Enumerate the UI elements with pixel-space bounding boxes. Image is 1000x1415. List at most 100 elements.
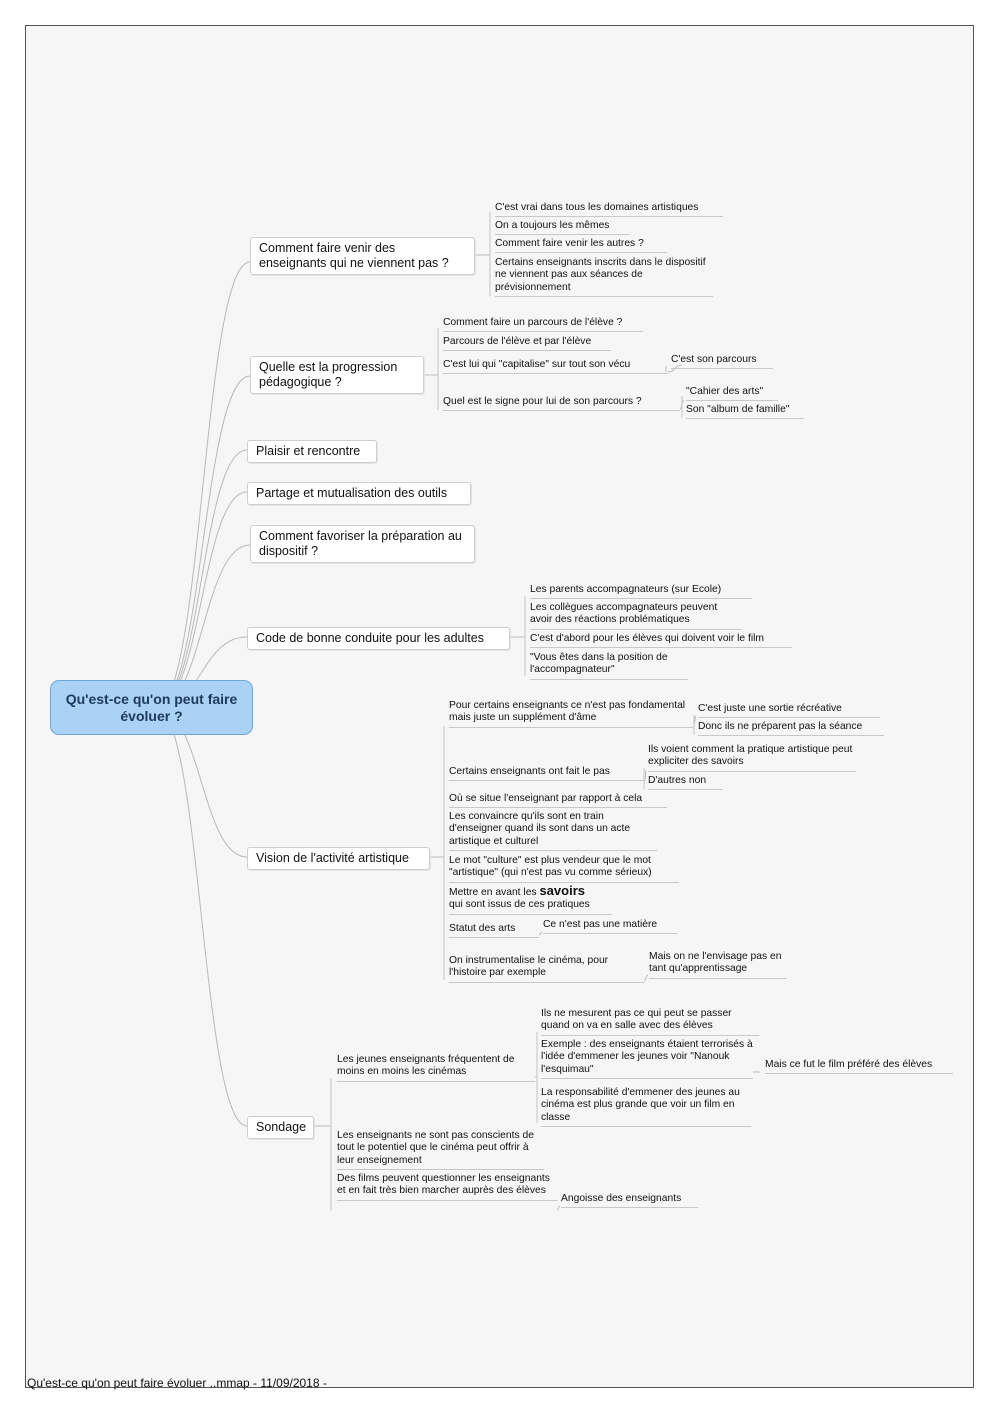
leaf-text: qui sont issus de ces pratiques [449,899,590,911]
leaf[interactable]: C'est lui qui "capitalise" sur tout son … [443,359,668,375]
leaf[interactable]: D'autres non [648,775,723,791]
leaf[interactable]: Des films peuvent questionner les enseig… [337,1173,557,1201]
leaf[interactable]: Comment faire un parcours de l'élève ? [443,317,643,333]
leaf-text: C'est d'abord pour les élèves qui doiven… [530,633,765,644]
leaf[interactable]: Certains enseignants inscrits dans le di… [495,257,713,298]
leaf[interactable]: Mais on ne l'envisage pas en tant qu'app… [649,951,787,979]
leaf-text: Certains enseignants ont fait le pas [449,766,610,777]
leaf-text: Les enseignants ne sont pas conscients d… [337,1130,534,1166]
topic-label: Plaisir et rencontre [256,444,361,458]
connector [644,769,647,781]
topic-label: Quelle est la progression pédagogique ? [259,360,398,389]
leaf-text: On a toujours les mêmes [495,220,610,231]
leaf[interactable]: Statut des arts [449,923,539,939]
topic-vision-artistique[interactable]: Vision de l'activité artistique [247,847,430,870]
leaf-text: Statut des arts [449,923,516,934]
leaf-text: Comment faire un parcours de l'élève ? [443,317,623,328]
leaf-text: Les convaincre qu'ils sont en train d'en… [449,811,631,847]
leaf-text: La responsabilité d'emmener des jeunes a… [541,1087,740,1123]
leaf[interactable]: C'est juste une sortie récréative [698,703,880,719]
leaf[interactable]: C'est vrai dans tous les domaines artist… [495,202,723,218]
leaf[interactable]: On instrumentalise le cinéma, pour l'his… [449,955,644,983]
root-label: Qu'est-ce qu'on peut faire évoluer ? [65,690,238,724]
connector [556,1205,561,1211]
leaf[interactable]: Pour certains enseignants ce n'est pas f… [449,700,694,728]
connector [538,931,543,936]
leaf-text: Ils voient comment la pratique artistiqu… [648,744,853,768]
leaf-text: C'est juste une sortie récréative [698,703,842,714]
leaf-text: Ce n'est pas une matière [543,919,658,930]
leaf-text: C'est vrai dans tous les domaines artist… [495,202,699,213]
leaf[interactable]: "Cahier des arts" [686,386,778,402]
topic-label: Comment favoriser la préparation au disp… [259,529,462,558]
emphasized-word: savoirs [539,883,585,898]
leaf-text: Certains enseignants inscrits dans le di… [495,257,706,293]
leaf[interactable]: Mettre en avant les savoirs qui sont iss… [449,883,612,915]
root-connector [155,375,251,709]
leaf-text: Comment faire venir les autres ? [495,238,644,249]
leaf[interactable]: Certains enseignants ont fait le pas [449,766,645,782]
topic-label: Sondage [256,1120,307,1134]
topic-preparation[interactable]: Comment favoriser la préparation au disp… [250,525,475,563]
leaf-text: C'est lui qui "capitalise" sur tout son … [443,359,631,370]
leaf-text: Mettre en avant les [449,887,537,898]
root-connector [155,491,248,709]
leaf-text: Le mot "culture" est plus vendeur que le… [449,855,652,879]
leaf[interactable]: Les convaincre qu'ils sont en train d'en… [449,811,657,852]
leaf[interactable]: La responsabilité d'emmener des jeunes a… [541,1087,751,1128]
leaf-text: Angoisse des enseignants [561,1193,682,1204]
leaf[interactable]: Son "album de famille" [686,404,804,420]
topic-progression[interactable]: Quelle est la progression pédagogique ? [250,356,424,394]
leaf[interactable]: Donc ils ne préparent pas la séance [698,721,884,737]
topic-partage[interactable]: Partage et mutualisation des outils [247,482,471,505]
leaf[interactable]: Angoisse des enseignants [561,1193,698,1209]
leaf[interactable]: Ce n'est pas une matière [543,919,677,935]
topic-plaisir[interactable]: Plaisir et rencontre [247,440,377,463]
leaf[interactable]: Quel est le signe pour lui de son parcou… [443,396,680,412]
leaf[interactable]: C'est son parcours [671,354,773,370]
leaf[interactable]: On a toujours les mêmes [495,220,630,236]
leaf[interactable]: Exemple : des enseignants étaient terror… [541,1039,753,1080]
leaf-text: Pour certains enseignants ce n'est pas f… [449,700,686,724]
leaf-text: Où se situe l'enseignant par rapport à c… [449,793,643,804]
root-connector [155,449,248,709]
leaf-text: C'est son parcours [671,354,757,365]
leaf[interactable]: Mais ce fut le film préféré des élèves [765,1059,953,1075]
topic-sondage[interactable]: Sondage [247,1116,314,1139]
leaf[interactable]: "Vous êtes dans la position de l'accompa… [530,652,688,680]
root-connector [155,261,251,709]
leaf-text: Ils ne mesurent pas ce qui peut se passe… [541,1008,732,1032]
leaf-text: Des films peuvent questionner les enseig… [337,1173,550,1197]
leaf[interactable]: Où se situe l'enseignant par rapport à c… [449,793,667,809]
leaf[interactable]: Les parents accompagnateurs (sur Ecole) [530,584,752,600]
leaf-text: Son "album de famille" [686,404,790,415]
leaf-text: Les parents accompagnateurs (sur Ecole) [530,584,722,595]
leaf-text: "Vous êtes dans la position de l'accompa… [530,652,668,676]
leaf-text: Mais ce fut le film préféré des élèves [765,1059,933,1070]
topic-enseignants-absents[interactable]: Comment faire venir des enseignants qui … [250,237,475,275]
leaf[interactable]: Les collègues accompagnateurs peuvent av… [530,602,742,630]
topic-label: Partage et mutualisation des outils [256,486,448,500]
leaf[interactable]: Les enseignants ne sont pas conscients d… [337,1130,544,1171]
topic-label: Comment faire venir des enseignants qui … [259,241,449,270]
root-connector [155,707,248,1127]
leaf-text: On instrumentalise le cinéma, pour l'his… [449,955,609,979]
root-topic[interactable]: Qu'est-ce qu'on peut faire évoluer ? [50,680,253,735]
leaf[interactable]: C'est d'abord pour les élèves qui doiven… [530,633,792,649]
leaf-text: Exemple : des enseignants étaient terror… [541,1039,753,1075]
footer-text: Qu'est-ce qu'on peut faire évoluer ..mma… [27,1376,327,1390]
leaf-text: Les collègues accompagnateurs peuvent av… [530,602,718,626]
topic-code-conduite[interactable]: Code de bonne conduite pour les adultes [247,627,510,650]
topic-label: Code de bonne conduite pour les adultes [256,631,484,645]
topic-label: Vision de l'activité artistique [256,851,409,865]
leaf[interactable]: Ils ne mesurent pas ce qui peut se passe… [541,1008,759,1036]
leaf[interactable]: Comment faire venir les autres ? [495,238,667,254]
leaf-text: Les jeunes enseignants fréquentent de mo… [337,1054,515,1078]
leaf-text: Donc ils ne préparent pas la séance [698,721,863,732]
leaf-text: "Cahier des arts" [686,386,764,397]
leaf[interactable]: Parcours de l'élève et par l'élève [443,336,611,352]
leaf[interactable]: Le mot "culture" est plus vendeur que le… [449,855,679,883]
leaf[interactable]: Les jeunes enseignants fréquentent de mo… [337,1054,535,1082]
leaf[interactable]: Ils voient comment la pratique artistiqu… [648,744,856,772]
leaf-text: Quel est le signe pour lui de son parcou… [443,396,642,407]
